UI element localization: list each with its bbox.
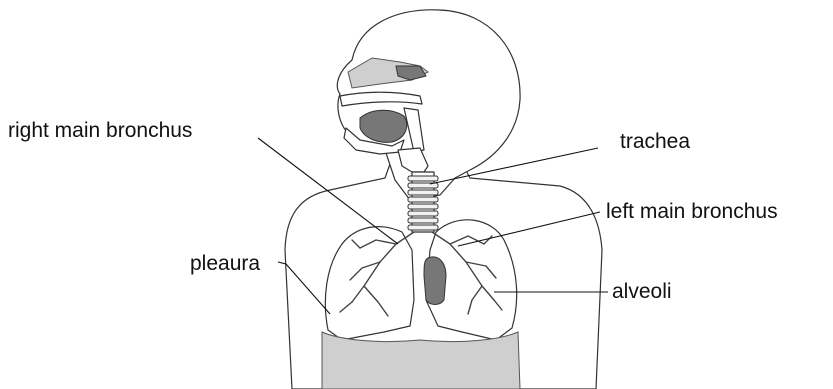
label-right-main-bronchus: right main bronchus xyxy=(8,119,192,142)
label-alveoli: alveoli xyxy=(612,280,672,303)
label-trachea: trachea xyxy=(620,130,690,153)
label-pleaura: pleaura xyxy=(190,252,260,275)
heart xyxy=(424,257,446,305)
diaphragm xyxy=(322,332,520,389)
label-left-main-bronchus: left main bronchus xyxy=(606,200,778,223)
